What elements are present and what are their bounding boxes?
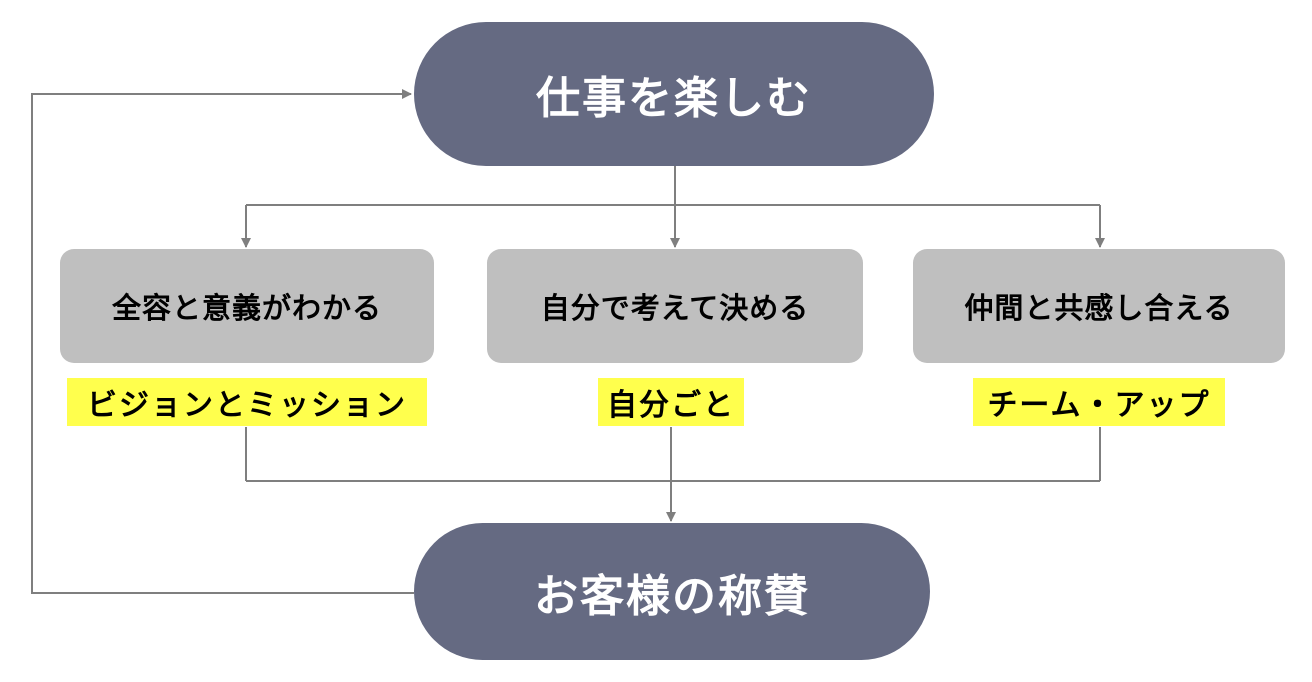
tag-3: チーム・アップ: [973, 378, 1225, 426]
node-middle-2: 自分で考えて決める: [487, 249, 863, 363]
node-middle-3-label: 仲間と共感し合える: [964, 291, 1234, 325]
tag-3-label: チーム・アップ: [987, 388, 1211, 423]
node-top: 仕事を楽しむ: [414, 22, 934, 166]
node-middle-2-label: 自分で考えて決める: [540, 291, 810, 325]
tag-1-label: ビジョンとミッション: [87, 388, 407, 423]
node-middle-1: 全容と意義がわかる: [60, 249, 434, 363]
node-top-label: 仕事を楽しむ: [536, 73, 812, 124]
tag-2-label: 自分ごと: [607, 388, 735, 423]
tag-2: 自分ごと: [598, 378, 744, 426]
node-middle-1-label: 全容と意義がわかる: [111, 291, 382, 325]
node-middle-3: 仲間と共感し合える: [913, 249, 1285, 363]
node-bottom: お客様の称賛: [414, 523, 930, 660]
tag-1: ビジョンとミッション: [67, 378, 427, 426]
feedback-loop-arrow: [31, 89, 414, 594]
node-bottom-label: お客様の称賛: [534, 570, 810, 622]
